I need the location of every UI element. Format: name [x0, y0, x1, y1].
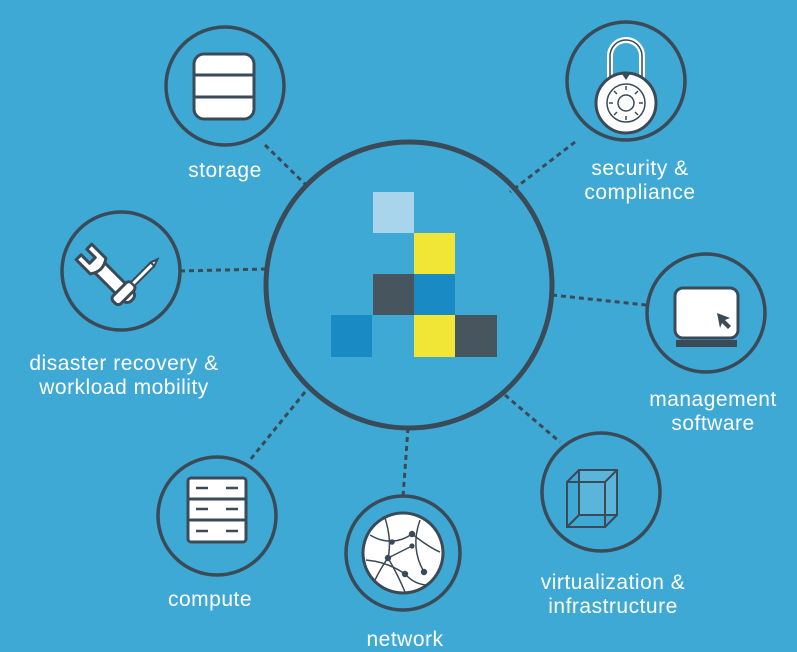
- virtualization-label-line-1: virtualization &: [540, 571, 686, 594]
- hub-circle: [263, 139, 555, 431]
- management-node: [645, 252, 767, 374]
- logo-tile: [331, 315, 372, 357]
- disaster-recovery-label: disaster recovery & workload mobility: [6, 352, 242, 400]
- storage-label-text: storage: [188, 159, 262, 182]
- connector-storage: [263, 143, 309, 188]
- logo-tile: [414, 233, 455, 274]
- logo-tile: [455, 315, 497, 357]
- node-circle: [60, 210, 182, 332]
- hub-node: [263, 139, 555, 431]
- security-node: [565, 20, 687, 142]
- logo-tile: [373, 192, 414, 233]
- virtualization-label-line-2: infrastructure: [548, 595, 678, 618]
- storage-node: [164, 25, 286, 147]
- security-label-line-1: security &: [591, 157, 689, 180]
- management-label-line-2: software: [671, 412, 755, 435]
- virtualization-label: virtualization & infrastructure: [518, 571, 708, 619]
- disaster-recovery-node: [60, 210, 182, 332]
- compute-node: [156, 455, 278, 577]
- network-label: network: [345, 628, 465, 652]
- security-label: security & compliance: [555, 157, 725, 205]
- management-label-line-1: management: [649, 388, 777, 411]
- compute-label: compute: [145, 588, 275, 612]
- server-rack-icon: [186, 476, 248, 544]
- node-circle: [540, 431, 662, 553]
- disaster-recovery-label-line-1: disaster recovery &: [29, 352, 219, 375]
- connector-virtualization: [504, 393, 561, 444]
- node-circle: [344, 494, 462, 612]
- logo-tile: [414, 315, 455, 357]
- tiled-logo: [331, 192, 497, 357]
- virtualization-node: [540, 431, 662, 553]
- logo-tile: [414, 274, 455, 315]
- connector-disaster-recovery: [179, 267, 267, 273]
- cube-icon: [566, 469, 618, 528]
- monitor-cursor-icon: [673, 286, 740, 347]
- connector-compute: [248, 391, 307, 461]
- node-circle: [565, 20, 687, 142]
- globe-network-icon: [361, 511, 445, 595]
- node-circle: [164, 25, 286, 147]
- network-node: [344, 494, 462, 612]
- padlock-icon: [594, 37, 658, 135]
- connector-network: [401, 427, 410, 498]
- disaster-recovery-label-line-2: workload mobility: [39, 376, 209, 399]
- node-circle: [156, 455, 278, 577]
- management-label: management software: [630, 388, 796, 436]
- connector-lines: [179, 140, 647, 498]
- network-label-text: network: [366, 628, 444, 651]
- logo-tile: [373, 274, 414, 315]
- connector-security: [509, 140, 576, 194]
- security-label-line-2: compliance: [584, 181, 696, 204]
- storage-label: storage: [165, 159, 285, 183]
- database-icon: [192, 52, 256, 121]
- node-circle: [645, 252, 767, 374]
- compute-label-text: compute: [167, 588, 253, 611]
- wrench-screwdriver-icon: [74, 242, 160, 307]
- connector-management: [551, 293, 647, 307]
